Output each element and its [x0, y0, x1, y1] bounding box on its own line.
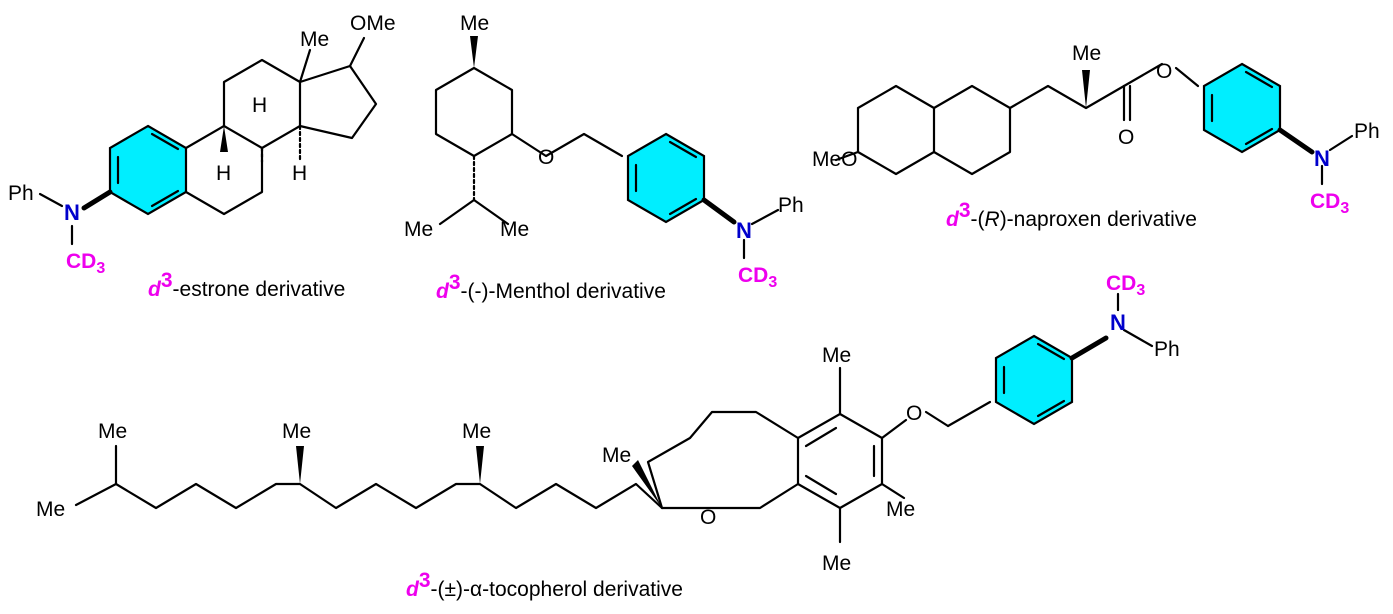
- atom-label: Me: [300, 28, 329, 51]
- atom-label: OMe: [350, 12, 396, 35]
- naproxen-derivative: Me O O MeO N Ph CD3 d3-(R)-naproxen deri…: [812, 42, 1380, 231]
- atom-label: Me: [822, 552, 851, 575]
- atom-label: Ph: [1154, 338, 1180, 361]
- atom-label: O: [700, 506, 716, 529]
- atom-label: N: [1110, 310, 1126, 335]
- atom-label: H: [292, 162, 307, 185]
- atom-label: O: [1156, 60, 1172, 83]
- caption-tocopherol: d3-(±)-α-tocopherol derivative: [406, 569, 683, 601]
- atom-label: Me: [822, 344, 851, 367]
- atom-label: H: [216, 162, 231, 185]
- caption-menthol: d3-(-)-Menthol derivative: [436, 271, 666, 303]
- tocopherol-derivative: Me Me Me Me Me O Me Me Me O N Ph CD3 d3-…: [36, 272, 1180, 601]
- atom-label: Me: [602, 444, 631, 467]
- atom-label: Ph: [8, 182, 34, 205]
- atom-label: Me: [462, 420, 491, 443]
- atom-label: MeO: [812, 148, 858, 171]
- atom-label: N: [64, 200, 80, 225]
- estrone-derivative: N Ph CD3 Me OMe H H H d3-estrone derivat…: [8, 12, 396, 301]
- atom-label: Ph: [1354, 120, 1380, 143]
- atom-label: O: [1118, 126, 1134, 149]
- atom-label: Me: [98, 420, 127, 443]
- atom-label: Me: [282, 420, 311, 443]
- atom-label: O: [538, 146, 554, 169]
- atom-label: Ph: [778, 194, 804, 217]
- atom-label: CD3: [1106, 272, 1145, 299]
- atom-label: Me: [886, 498, 915, 521]
- atom-label: H: [252, 94, 267, 117]
- atom-label: CD3: [738, 264, 777, 291]
- atom-label: Me: [404, 218, 433, 241]
- atom-label: Me: [1072, 42, 1101, 65]
- menthol-derivative: Me Me Me O N Ph CD3 d3-(-)-Menthol deriv…: [404, 12, 804, 303]
- atom-label: Me: [500, 218, 529, 241]
- atom-label: N: [1314, 146, 1330, 171]
- atom-label: CD3: [1310, 190, 1349, 217]
- atom-label: N: [736, 218, 752, 243]
- atom-label: O: [906, 402, 922, 425]
- atom-label: CD3: [66, 250, 105, 277]
- atom-label: Me: [36, 498, 65, 521]
- atom-label: Me: [460, 12, 489, 35]
- caption-naproxen: d3-(R)-naproxen derivative: [946, 199, 1197, 231]
- caption-estrone: d3-estrone derivative: [148, 269, 345, 301]
